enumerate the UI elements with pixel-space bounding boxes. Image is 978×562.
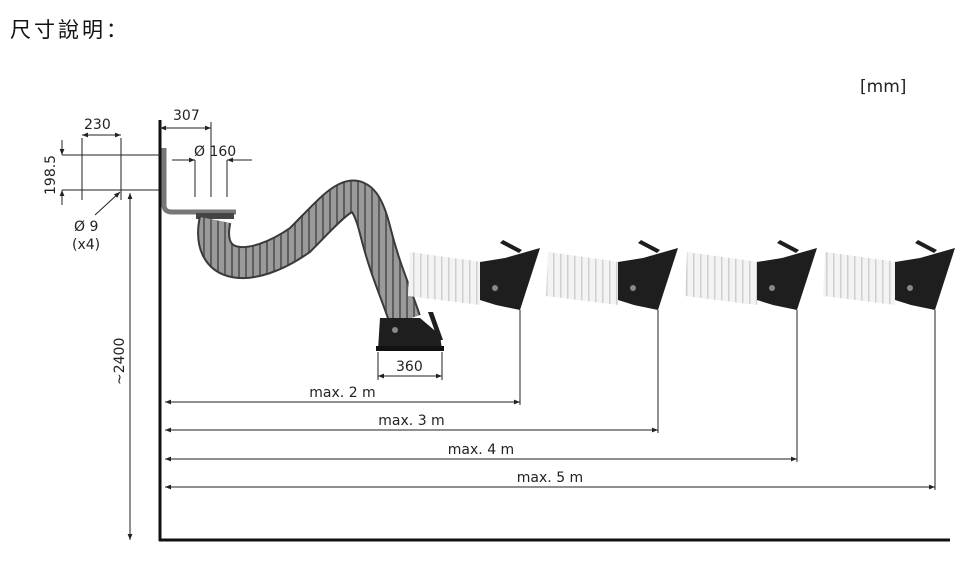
extended-hose [546,252,620,305]
hood-width-dimension [377,352,443,380]
hood-knob [630,285,636,291]
hood-flap [500,240,522,253]
hood-flap [777,240,799,253]
extended-hose [823,252,897,305]
hood-flap [638,240,660,253]
hood [618,248,678,310]
reach-label: max. 2 m [309,385,375,401]
hole-count-label: (x4) [72,237,100,253]
section-title: 尺寸說明： [10,18,130,42]
hood [895,248,955,310]
extended-arm-5m [823,240,955,310]
flexible-hose [199,181,419,325]
hood-width-label: 360 [396,359,423,375]
mount-height-total-label: ~2400 [112,338,128,385]
mount-height-label: 198.5 [43,155,59,195]
unit-label: [mm] [860,77,906,97]
extended-hose [685,252,759,305]
mount-width-label: 230 [84,117,111,133]
swivel-joint [196,213,234,219]
hood-knob [769,285,775,291]
mount-plate-dimensions [59,122,252,540]
extended-arm-3m [546,240,678,310]
hood [757,248,817,310]
extended-hose [408,252,482,305]
wall-bracket [161,148,236,215]
extended-arm-2m [408,240,540,310]
hood-flap [915,240,937,253]
reach-label: max. 3 m [378,413,444,429]
reach-label: max. 5 m [517,470,583,486]
extended-arm-4m [685,240,817,310]
hood-knob [907,285,913,291]
reach-label: max. 4 m [448,442,514,458]
hole-diameter-label: Ø 9 [74,219,98,235]
hood-lowered [376,312,444,351]
hood [480,248,540,310]
duct-diameter-label: Ø 160 [194,144,236,160]
bracket-offset-label: 307 [173,108,200,124]
hood-knob [492,285,498,291]
